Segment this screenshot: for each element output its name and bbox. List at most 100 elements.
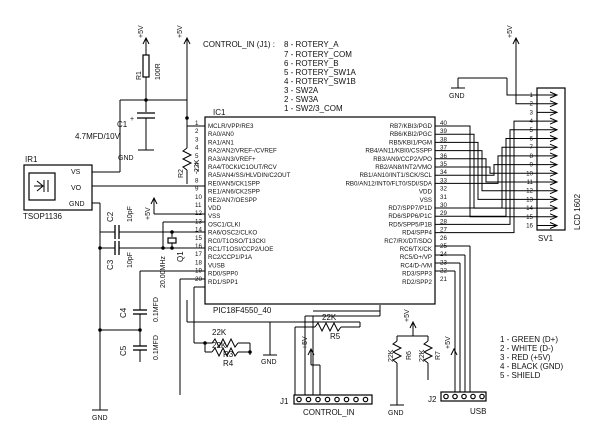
r4-value: 22K <box>212 341 227 350</box>
crystal-icon <box>167 237 177 244</box>
c3-value: 10pF <box>127 252 134 268</box>
ic1-pin-number: 19 <box>195 268 202 275</box>
ic1-pin-name: RB6/KBI2/PGC <box>390 131 433 138</box>
ic1-pin-name: RD3/SPP3 <box>402 271 432 278</box>
ic1-pin-name: RA5/AN4/SS/HLVDIN/C2OUT <box>208 172 291 179</box>
ir-receiver: IR1 VS VO GND TSOP1136 <box>23 99 205 410</box>
resistor-network: 22K R3 22K R4 GND 22K R5 <box>179 278 381 395</box>
ic1-pin-number: 13 <box>195 218 202 225</box>
ic1-pin-name: RB0/AN12/INT0/FLT0/SDI/SDA <box>345 180 432 187</box>
r7-value: 22K <box>419 349 426 362</box>
ic1-pin-name: RC7/RX/DT/SDO <box>384 238 432 245</box>
control-in-item: 4 - ROTERY_SW1B <box>284 77 356 86</box>
ic1-pin-name: RB5/KBI1/PGM <box>389 139 432 146</box>
c1-gnd-label: GND <box>118 155 134 162</box>
ic1-pin-number: 7 <box>195 169 199 176</box>
j1-pin-icon <box>353 396 359 403</box>
usb-legend-item: 3 - RED (+5V) <box>500 353 551 362</box>
ic1-pin-number: 8 <box>195 177 199 184</box>
c3-ref: C3 <box>106 259 115 270</box>
ir1-part: TSOP1136 <box>23 212 63 221</box>
ir1-vo: VO <box>71 185 82 192</box>
control-in-item: 2 - SW3A <box>284 95 319 104</box>
ic1-body <box>204 116 436 305</box>
r1-resistor <box>142 54 150 78</box>
ic1-pin-number: 34 <box>440 169 447 176</box>
j1-pin-icon <box>315 396 321 403</box>
ic1-pin-name: RD4/SPP4 <box>402 230 432 237</box>
control-in-item: 7 - ROTERY_COM <box>284 50 352 59</box>
r4-ref: R4 <box>223 359 234 368</box>
ic1-pin-name: RB4/AN11/KBI0/CSSPP <box>365 148 432 155</box>
ic1-pin-name: RA2/AN2/VREF-/CVREF <box>208 148 277 155</box>
ic1-pin-number: 39 <box>440 128 447 135</box>
usb-pullup-power-label: +5V <box>404 309 411 322</box>
ic1-pin-number: 3 <box>195 136 199 143</box>
r3-ref: R3 <box>223 350 234 359</box>
sv1-part: LCD 1602 <box>573 193 582 230</box>
r2-value: 22K <box>194 159 201 172</box>
ic1-pin-number: 4 <box>195 145 199 152</box>
ic1-pin-number: 32 <box>440 186 447 193</box>
vdd-power-label: +5V <box>145 207 152 220</box>
ic1-pin-number: 11 <box>195 202 202 209</box>
ic1-pin-number: 37 <box>440 145 447 152</box>
ir1-gnd: GND <box>69 201 85 208</box>
q1-ref: Q1 <box>176 251 185 262</box>
j2-pin-icon <box>461 393 467 400</box>
j2-pin-icon <box>443 393 449 400</box>
c5-ref: C5 <box>119 345 128 356</box>
ic1-pin-name: RD5/SPP5/P1B <box>389 221 432 228</box>
ic1-pin-name: RB1/AN10/INT1/SCK/SCL <box>359 172 432 179</box>
ic1-pin-name: VUSB <box>208 262 225 269</box>
r3-value: 22K <box>212 328 227 337</box>
j1-body <box>293 394 373 405</box>
j1-name: CONTROL_IN <box>303 408 355 417</box>
sv1-pin-number: 3 <box>530 109 534 116</box>
ic1-pin-name: RC2/CCP1/P1A <box>208 254 253 261</box>
j2-ref: J2 <box>428 395 437 404</box>
lcd-power-label: +5V <box>507 25 514 38</box>
power-filter: +5V R1 100R + C1 4.7MFD/10V GND <box>75 25 187 162</box>
ic1-pin-number: 9 <box>195 186 199 193</box>
ic1-pin-number: 30 <box>440 202 447 209</box>
ic1-pin-name: RA4/T0CKI/C1OUT/RCV <box>208 164 278 171</box>
control-in-item: 8 - ROTERY_A <box>284 40 339 49</box>
ic1-pin-number: 35 <box>440 161 447 168</box>
j1-pin-icon <box>343 396 350 403</box>
ic1-pin-name: RD6/SPP6/P1C <box>388 213 432 220</box>
ic1-pin-number: 26 <box>440 235 447 242</box>
mclr-power-label: +5V <box>177 25 184 38</box>
j1-pin-icon <box>324 396 331 403</box>
ic1-pin-name: RD2/SPP2 <box>402 279 432 286</box>
ic1-pin-name: RC0/T1OSO/T13CKI <box>208 238 266 245</box>
r6-value: 22K <box>388 349 395 362</box>
ic1-pin-number: 14 <box>195 227 202 234</box>
ic1-pin-name: RC1/T1OSI/CCP2/UOE <box>208 246 273 253</box>
j1-pin-icon <box>334 396 340 403</box>
usb-legend-item: 1 - GREEN (D+) <box>500 335 558 344</box>
ic1-pin-name: RD7/SPP7/P1D <box>388 205 432 212</box>
ic1-pin-name: RE0/AN5/CK1SPP <box>208 180 260 187</box>
ic1-pin-number: 40 <box>440 120 447 127</box>
ic1-pin-name: VDD <box>208 205 222 212</box>
ir1-vs: VS <box>71 169 81 176</box>
r7-ref: R7 <box>435 351 442 360</box>
ic1-pin-name: RB7/KBI3/PGD <box>390 123 433 130</box>
ic1-pin-name: RC4/D-/VM <box>400 262 432 269</box>
j1-pins <box>296 396 369 403</box>
power-arrow-icon <box>450 347 458 356</box>
ic1-ref: IC1 <box>213 108 226 117</box>
usb-legend: 1 - GREEN (D+) 2 - WHITE (D-) 3 - RED (+… <box>500 335 563 380</box>
r1-power-label: +5V <box>138 25 145 38</box>
j1-ref: J1 <box>280 397 289 406</box>
ic1-pin-number: 27 <box>440 227 447 234</box>
sv1-pin-number: 16 <box>526 223 533 230</box>
c4-value: 0.1MFD <box>153 297 160 322</box>
control-in-title: CONTROL_IN (J1) : <box>203 40 275 49</box>
ic1-pin-name: VDD <box>419 189 433 196</box>
usb-pullups: +5V 22K R6 GND 22K R7 <box>388 245 471 417</box>
mclr-pullup: +5V R2 22K <box>177 25 205 184</box>
ir1-ref: IR1 <box>25 155 38 164</box>
